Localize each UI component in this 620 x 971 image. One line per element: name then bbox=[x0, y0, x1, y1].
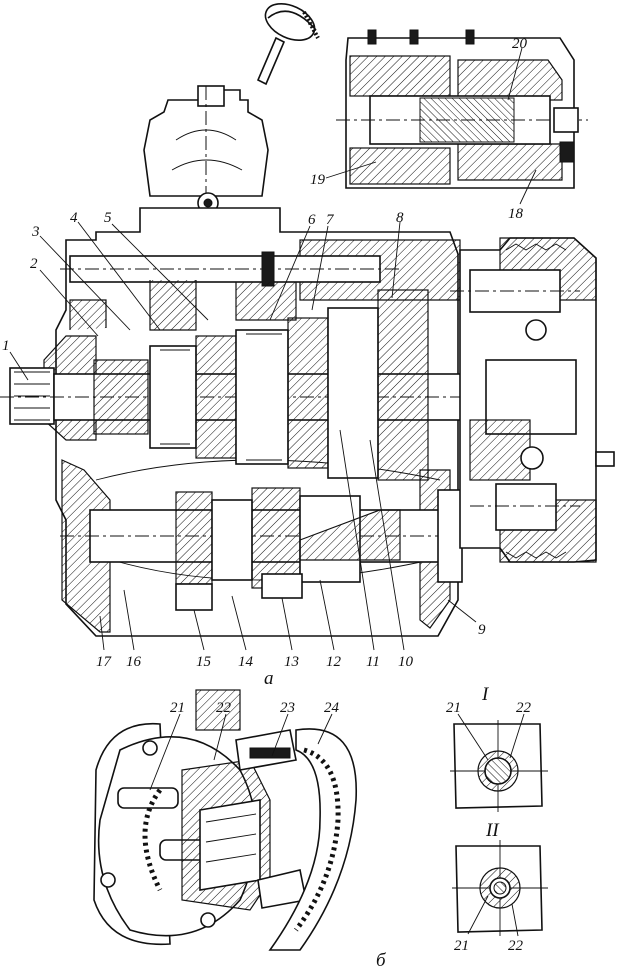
caption-inset-I: I bbox=[481, 684, 490, 705]
callout-6: 6 bbox=[308, 212, 316, 228]
callout-11: 11 bbox=[366, 654, 380, 670]
rear-housing bbox=[450, 237, 615, 563]
callout-15: 15 bbox=[196, 654, 212, 670]
callouts-main: 1 2 3 4 5 6 7 8 9 10 11 12 13 14 15 16 1… bbox=[2, 210, 486, 670]
caption-inset-II: II bbox=[485, 820, 500, 841]
shift-rail bbox=[60, 251, 400, 331]
view-captions: a б I II bbox=[264, 668, 500, 971]
callout-7: 7 bbox=[326, 212, 335, 228]
callout-9: 9 bbox=[478, 622, 486, 638]
callout-20: 20 bbox=[512, 36, 528, 52]
callout-10: 10 bbox=[398, 654, 414, 670]
callout-1: 1 bbox=[2, 338, 10, 354]
caption-main: a bbox=[264, 668, 274, 689]
callout-18: 18 bbox=[508, 206, 524, 222]
countershaft bbox=[60, 487, 480, 611]
callout-12: 12 bbox=[326, 654, 342, 670]
callout-14: 14 bbox=[238, 654, 254, 670]
reverse-idler-detail bbox=[336, 29, 588, 189]
synchronizer-assembly bbox=[93, 689, 357, 951]
callout-24: 24 bbox=[324, 700, 340, 716]
callout-17: 17 bbox=[96, 654, 113, 670]
callout-16: 16 bbox=[126, 654, 142, 670]
callouts-top-detail: 18 19 20 bbox=[310, 36, 528, 222]
callout-23: 23 bbox=[280, 700, 295, 716]
inset-I-callout-21: 21 bbox=[446, 700, 461, 716]
callout-5: 5 bbox=[104, 210, 112, 226]
callouts-insets: 21 22 21 22 bbox=[446, 700, 532, 954]
callout-13: 13 bbox=[284, 654, 299, 670]
callout-3: 3 bbox=[31, 224, 40, 240]
callout-8: 8 bbox=[396, 210, 404, 226]
inset-II bbox=[452, 840, 548, 936]
callout-19: 19 bbox=[310, 172, 326, 188]
leader-lines bbox=[9, 47, 537, 937]
caption-detail: б bbox=[376, 950, 387, 971]
callout-4: 4 bbox=[70, 210, 78, 226]
main-shaft bbox=[0, 289, 520, 481]
callout-2: 2 bbox=[30, 256, 38, 272]
inset-II-callout-22: 22 bbox=[508, 938, 524, 954]
callout-21: 21 bbox=[170, 700, 185, 716]
callouts-synchronizer: 21 22 23 24 bbox=[170, 700, 340, 716]
callout-22: 22 bbox=[216, 700, 232, 716]
shift-lever bbox=[256, 3, 320, 86]
inset-I bbox=[450, 720, 548, 812]
inset-II-callout-21: 21 bbox=[454, 938, 469, 954]
inset-I-callout-22: 22 bbox=[516, 700, 532, 716]
